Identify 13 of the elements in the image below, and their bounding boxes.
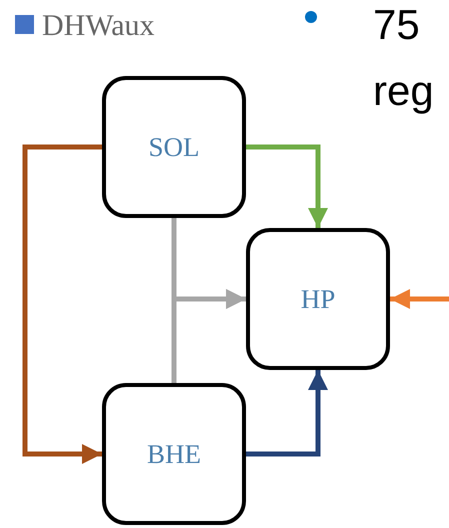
arrow: [246, 370, 328, 456]
arrow: [246, 144, 328, 228]
node-label: BHE: [147, 438, 201, 470]
process-box: [102, 76, 246, 218]
text-label: 75: [373, 4, 420, 46]
text-label: reg: [373, 70, 434, 112]
legend-label: DHWaux: [42, 11, 155, 41]
node-label: SOL: [148, 132, 200, 162]
node-label: HP: [300, 284, 336, 314]
arrow: [390, 289, 449, 309]
process-box: [102, 383, 246, 525]
arrow: [22, 144, 102, 464]
process-box: [246, 228, 390, 370]
